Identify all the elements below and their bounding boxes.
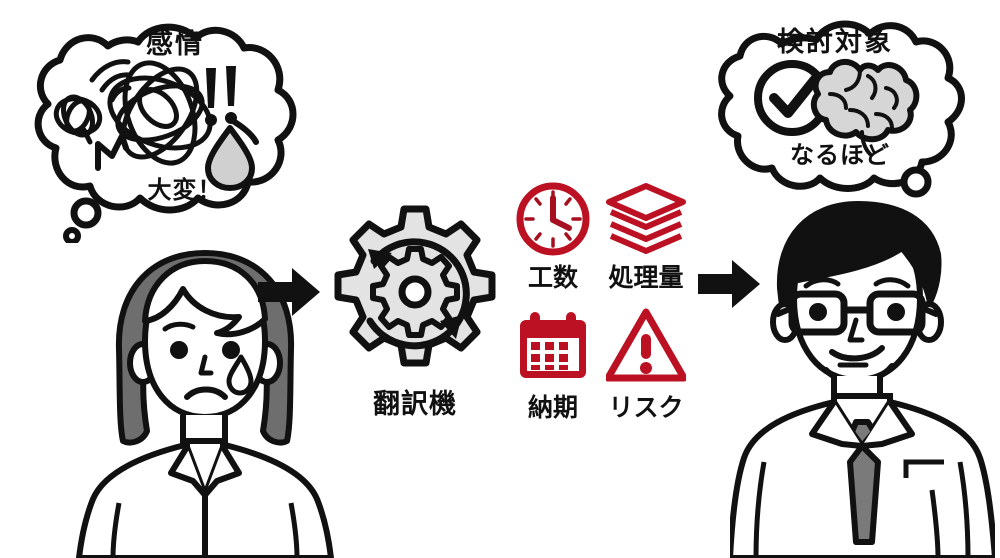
right-thought-bubble bbox=[718, 20, 965, 198]
arrow-icons-to-man bbox=[698, 260, 760, 308]
gear-cycle-icon bbox=[334, 205, 496, 367]
clock-icon bbox=[516, 182, 590, 256]
left-bubble-subtitle: 大変！ bbox=[147, 176, 223, 204]
right-bubble-title: 検討対象 bbox=[777, 27, 893, 58]
left-thought-bubble bbox=[34, 23, 297, 243]
worried-woman-figure bbox=[76, 250, 334, 558]
calendar-icon bbox=[520, 312, 586, 378]
metric-label-risk: リスク bbox=[608, 393, 684, 422]
brain-icon bbox=[810, 59, 920, 156]
stack-icon bbox=[606, 183, 686, 254]
gear-label: 翻訳機 bbox=[373, 389, 457, 420]
metric-label-nouki: 納期 bbox=[527, 393, 578, 422]
smiling-man-figure bbox=[730, 201, 995, 558]
left-bubble-title: 感情 bbox=[146, 29, 204, 60]
metric-label-shoriryo: 処理量 bbox=[608, 263, 684, 292]
metric-label-kousuu: 工数 bbox=[527, 263, 578, 292]
arrow-woman-to-gear bbox=[258, 268, 320, 316]
warning-icon bbox=[606, 308, 686, 382]
right-bubble-subtitle: なるほど bbox=[790, 141, 890, 169]
